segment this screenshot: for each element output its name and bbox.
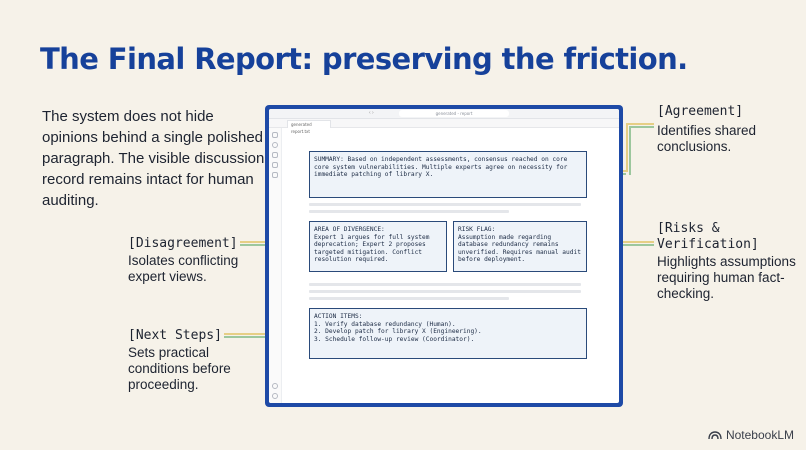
tab-bar: generated report.txt [269, 119, 619, 134]
debug-icon[interactable] [272, 172, 278, 178]
files-icon[interactable] [272, 132, 278, 138]
text-placeholder-line [309, 283, 581, 286]
notebooklm-logo-icon [708, 431, 722, 440]
divergence-box: AREA OF DIVERGENCE: Expert 1 argues for … [309, 221, 447, 272]
action-items-box: ACTION ITEMS: 1. Verify database redunda… [309, 308, 587, 359]
text-placeholder-line [309, 297, 509, 300]
gear-icon[interactable] [272, 393, 278, 399]
disagreement-heading: [Disagreement] [128, 236, 238, 251]
disagreement-text: Isolates conflicting expert views. [128, 253, 239, 284]
report-window: ‹ › generated - report generated report.… [265, 105, 623, 407]
disagreement-callout: [Disagreement] Isolates conflicting expe… [128, 236, 258, 285]
notebooklm-brand: NotebookLM [708, 428, 794, 442]
sidebar [269, 128, 282, 403]
search-icon[interactable] [272, 142, 278, 148]
risks-heading-line1: [Risks & [657, 221, 720, 236]
report-app: ‹ › generated - report generated report.… [269, 109, 619, 403]
brand-name: NotebookLM [725, 428, 794, 442]
nav-arrows-icon[interactable]: ‹ › [369, 110, 374, 116]
risks-callout: [Risks & Verification] Highlights assump… [657, 221, 797, 302]
extensions-icon[interactable] [272, 162, 278, 168]
title-bar: ‹ › generated - report [269, 109, 619, 125]
risk-flag-box: RISK FLAG: Assumption made regarding dat… [453, 221, 587, 272]
text-placeholder-line [309, 203, 581, 206]
text-placeholder-line [309, 210, 509, 213]
text-placeholder-line [309, 290, 581, 293]
agreement-text: Identifies shared conclusions. [657, 123, 757, 154]
summary-box: SUMMARY: Based on independent assessment… [309, 151, 587, 198]
agreement-callout: [Agreement] Identifies shared conclusion… [657, 104, 797, 155]
tab-report[interactable]: generated report.txt [287, 120, 331, 134]
next-steps-heading: [Next Steps] [128, 328, 222, 343]
next-steps-callout: [Next Steps] Sets practical conditions b… [128, 328, 258, 393]
agreement-heading: [Agreement] [657, 104, 744, 119]
next-steps-text: Sets practical conditions before proceed… [128, 345, 231, 392]
run-icon[interactable] [272, 152, 278, 158]
risks-text: Highlights assumptions requiring human f… [657, 254, 796, 301]
account-icon[interactable] [272, 383, 278, 389]
intro-paragraph: The system does not hide opinions behind… [42, 108, 265, 209]
address-bar[interactable]: generated - report [399, 110, 509, 117]
page-title: The Final Report: preserving the frictio… [40, 42, 688, 76]
risks-heading-line2: Verification] [657, 237, 759, 252]
